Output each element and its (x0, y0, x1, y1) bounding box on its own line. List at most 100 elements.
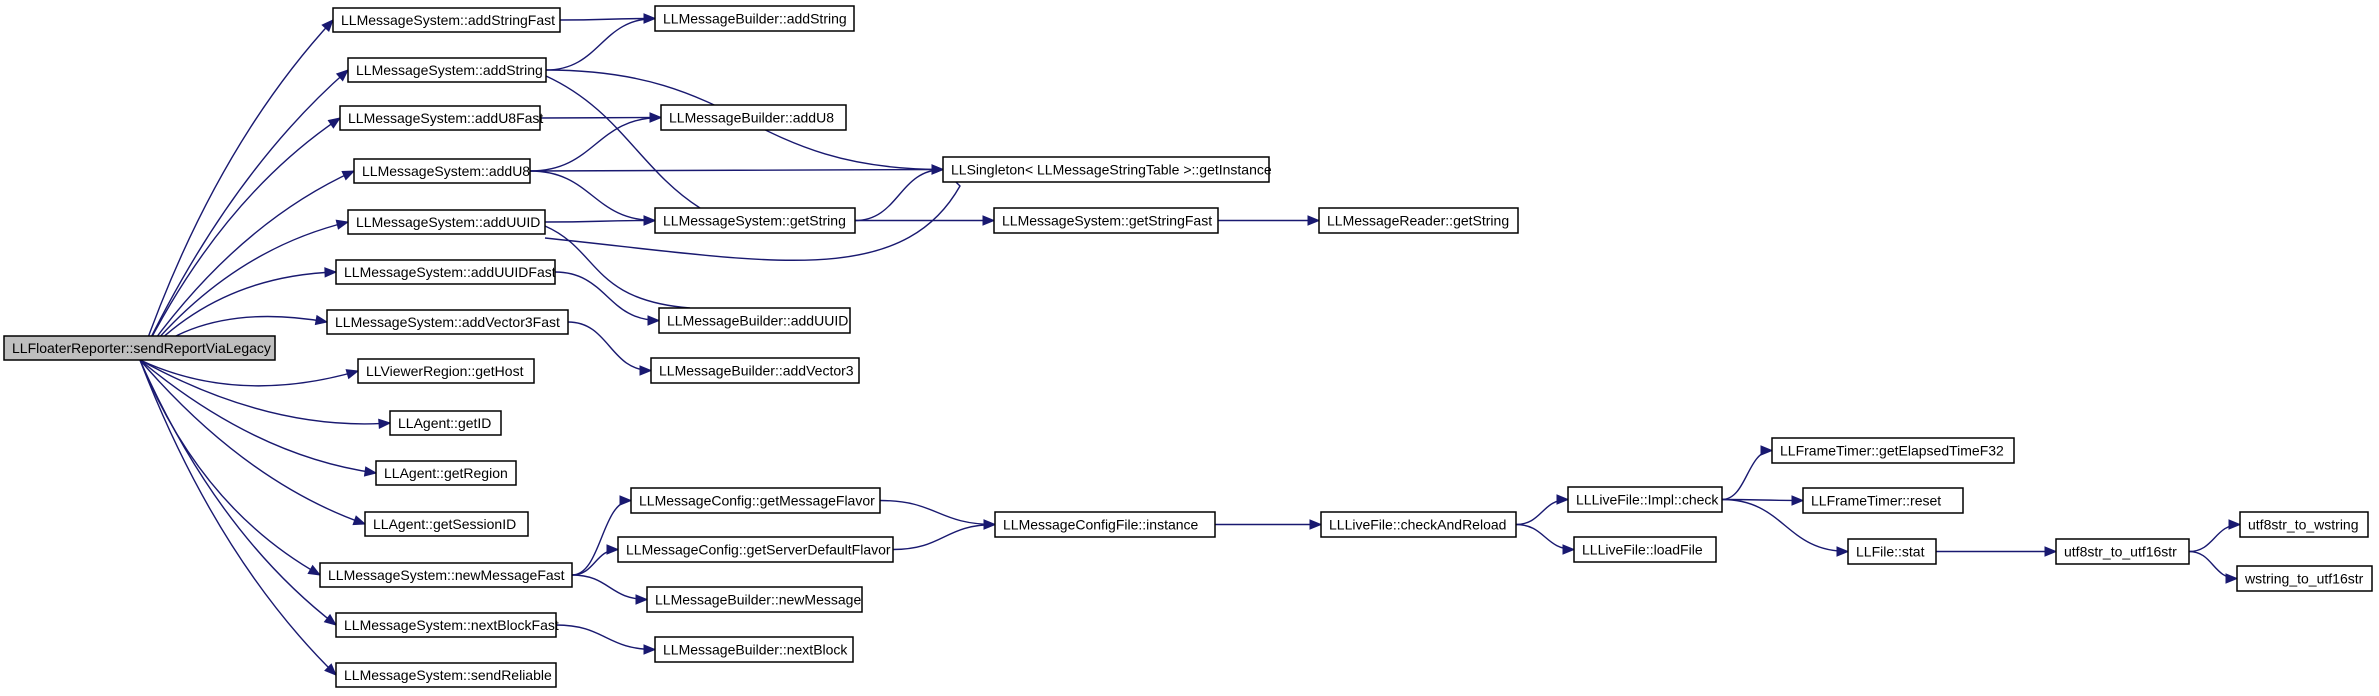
node-label: LLMessageBuilder::addVector3 (659, 363, 854, 379)
node-label: LLMessageSystem::nextBlockFast (344, 617, 559, 633)
node-getStringFast[interactable]: LLMessageSystem::getStringFast (993, 207, 1219, 234)
node-addU8Fast[interactable]: LLMessageSystem::addU8Fast (339, 105, 543, 131)
node-mbAddUUID[interactable]: LLMessageBuilder::addUUID (658, 307, 851, 334)
call-nodes: LLFloaterReporter::sendReportViaLegacyLL… (3, 5, 2373, 688)
node-label: LLMessageBuilder::nextBlock (663, 642, 848, 658)
node-box (654, 5, 855, 32)
node-utf8to16[interactable]: utf8str_to_utf16str (2055, 538, 2190, 565)
node-nextBlockFast[interactable]: LLMessageSystem::nextBlockFast (335, 612, 559, 638)
node-implCheck[interactable]: LLLiveFile::Impl::check (1567, 486, 1723, 513)
node-loadFile[interactable]: LLLiveFile::loadFile (1573, 536, 1717, 563)
node-checkAndReload[interactable]: LLLiveFile::checkAndReload (1320, 511, 1517, 538)
node-box (364, 511, 529, 537)
node-box (654, 207, 856, 234)
arrowhead-addU8-to-mbAddU8 (649, 112, 663, 123)
node-label: LLFrameTimer::reset (1811, 493, 1941, 509)
node-label: LLMessageBuilder::addUUID (667, 313, 848, 329)
node-msGetString[interactable]: LLMessageSystem::getString (654, 207, 856, 234)
node-box (942, 156, 1270, 183)
edge-root-to-getSessionID (139, 359, 366, 525)
node-wtoUtf16[interactable]: wstring_to_utf16str (2236, 565, 2373, 592)
node-addString[interactable]: LLMessageSystem::addString (347, 57, 547, 83)
node-getRegion[interactable]: LLAgent::getRegion (375, 460, 517, 486)
edge-root-to-addU8Fast (139, 117, 341, 361)
edge-root-to-getID (139, 359, 391, 425)
node-box (1318, 207, 1519, 234)
arrowhead-implCheck-to-fileStat (1836, 546, 1850, 557)
edge-addVector3Fast-to-mbAddVector3 (567, 321, 652, 372)
node-mbNextBlock[interactable]: LLMessageBuilder::nextBlock (654, 636, 854, 663)
arrowhead-implCheck-to-getElapsed (1760, 445, 1774, 456)
node-sendReliable[interactable]: LLMessageSystem::sendReliable (335, 662, 557, 688)
node-box (339, 105, 541, 131)
node-box (994, 511, 1216, 538)
node-label: LLMessageSystem::addVector3Fast (335, 314, 560, 330)
node-label: LLMessageSystem::addU8 (362, 163, 530, 179)
node-box (375, 460, 517, 486)
edge-addString-to-mbAddString (545, 17, 656, 71)
node-label: LLFile::stat (1856, 544, 1925, 560)
node-label: LLMessageSystem::addStringFast (341, 12, 555, 28)
arrowhead-root-to-sendReliable (324, 663, 337, 676)
node-label: LLMessageConfig::getServerDefaultFlavor (626, 542, 891, 558)
node-singleton[interactable]: LLSingleton< LLMessageStringTable >::get… (942, 156, 1272, 183)
node-addUUID[interactable]: LLMessageSystem::addUUID (347, 209, 546, 235)
arrowhead-root-to-nextBlockFast (323, 613, 338, 626)
arrowhead-root-to-addString (335, 69, 349, 82)
node-box (332, 7, 561, 33)
arrowhead-newMessageFast-to-mcGetMessageFlavor (619, 495, 633, 506)
node-label: LLLiveFile::Impl::check (1576, 492, 1719, 508)
node-label: LLMessageReader::getString (1327, 213, 1509, 229)
edge-addUUID-to-msGetString (544, 219, 656, 223)
node-label: LLAgent::getID (398, 415, 491, 431)
arrowhead-root-to-newMessageFast (307, 564, 322, 576)
node-box (335, 662, 557, 688)
node-fileStat[interactable]: LLFile::stat (1847, 538, 1937, 565)
edge-nextBlockFast-to-mbNextBlock (555, 624, 656, 651)
node-label: utf8str_to_utf16str (2064, 544, 2177, 560)
node-getElapsed[interactable]: LLFrameTimer::getElapsedTimeF32 (1771, 437, 2015, 464)
node-root[interactable]: LLFloaterReporter::sendReportViaLegacy (3, 335, 276, 361)
arrowhead-addUUIDFast-to-mbAddUUID (647, 315, 661, 326)
arrowhead-checkAndReload-to-loadFile (1562, 544, 1576, 555)
node-addUUIDFast[interactable]: LLMessageSystem::addUUIDFast (335, 259, 556, 285)
node-mcfInstance[interactable]: LLMessageConfigFile::instance (994, 511, 1216, 538)
edge-addUUIDFast-to-mbAddUUID (554, 271, 660, 322)
arrowhead-msGetString-to-getStringFast (982, 215, 996, 226)
arrowhead-root-to-addUUIDFast (324, 267, 338, 278)
edge-addU8-to-singleton (529, 168, 944, 172)
node-mbAddString[interactable]: LLMessageBuilder::addString (654, 5, 855, 32)
edge-root-to-sendReliable (139, 359, 337, 676)
node-label: LLMessageSystem::addUUID (356, 214, 540, 230)
node-label: LLFloaterReporter::sendReportViaLegacy (12, 340, 271, 356)
node-timerReset[interactable]: LLFrameTimer::reset (1802, 487, 1964, 514)
node-getSessionID[interactable]: LLAgent::getSessionID (364, 511, 529, 537)
node-getHost[interactable]: LLViewerRegion::getHost (357, 358, 535, 384)
edge-addU8-to-mbAddU8 (529, 116, 662, 172)
edge-root-to-getHost (139, 359, 359, 387)
node-box (1847, 538, 1937, 565)
node-mbAddVector3[interactable]: LLMessageBuilder::addVector3 (650, 357, 860, 384)
node-label: LLAgent::getRegion (384, 465, 508, 481)
arrowhead-root-to-addUUID (335, 219, 350, 230)
node-getID[interactable]: LLAgent::getID (389, 410, 502, 436)
node-mcGetMessageFlavor[interactable]: LLMessageConfig::getMessageFlavor (630, 487, 881, 514)
node-addVector3Fast[interactable]: LLMessageSystem::addVector3Fast (326, 309, 569, 335)
node-box (1802, 487, 1964, 514)
node-mcGetServerDefaultFlavor[interactable]: LLMessageConfig::getServerDefaultFlavor (617, 536, 894, 563)
arrowhead-root-to-addU8Fast (327, 117, 342, 129)
node-box (389, 410, 502, 436)
node-mrGetString[interactable]: LLMessageReader::getString (1318, 207, 1519, 234)
edge-root-to-nextBlockFast (139, 359, 337, 626)
edge-utf8to16-to-utf8toW (2188, 523, 2241, 553)
node-mbNewMessage[interactable]: LLMessageBuilder::newMessage (646, 586, 863, 613)
node-addU8[interactable]: LLMessageSystem::addU8 (353, 158, 531, 184)
node-newMessageFast[interactable]: LLMessageSystem::newMessageFast (319, 562, 573, 588)
node-box (2236, 565, 2373, 592)
node-addStringFast[interactable]: LLMessageSystem::addStringFast (332, 7, 561, 33)
node-utf8toW[interactable]: utf8str_to_wstring (2239, 511, 2369, 538)
edge-addU8Fast-to-mbAddU8 (539, 116, 662, 119)
node-label: LLMessageSystem::newMessageFast (328, 567, 565, 583)
node-box (2239, 511, 2369, 538)
node-mbAddU8[interactable]: LLMessageBuilder::addU8 (660, 104, 847, 131)
